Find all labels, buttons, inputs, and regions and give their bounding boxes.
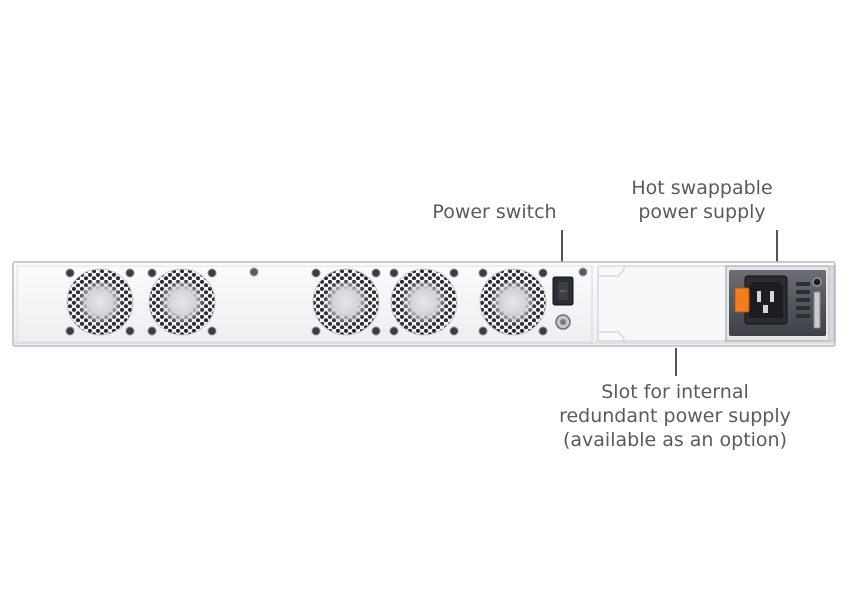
- hot-swap-psu-leader-line: [776, 230, 778, 264]
- callout-text: power supply: [638, 201, 766, 223]
- rack-ear: [828, 265, 835, 342]
- fan-1: [66, 268, 134, 336]
- hot-swap-psu[interactable]: [725, 265, 830, 342]
- internal-slot-leader-line: [675, 348, 677, 376]
- internal-psu-slot-callout: Slot for internal redundant power supply…: [543, 380, 807, 452]
- fan-5: [479, 268, 547, 336]
- power-switch[interactable]: [552, 276, 574, 306]
- ground-terminal: [555, 314, 571, 330]
- callout-text: redundant power supply: [559, 405, 791, 427]
- power-switch-callout: Power switch: [417, 200, 572, 224]
- psu-status-led: [812, 277, 822, 287]
- callout-text: Slot for internal: [601, 381, 749, 403]
- fan-screws: [65, 268, 548, 336]
- hot-swappable-psu-callout: Hot swappable power supply: [612, 176, 792, 224]
- power-switch-leader-line: [561, 230, 563, 275]
- callout-text: Power switch: [432, 201, 557, 223]
- internal-psu-slot: [597, 265, 727, 342]
- fan-4: [390, 268, 458, 336]
- callout-text: (available as an option): [562, 429, 787, 451]
- psu-handle[interactable]: [813, 291, 821, 329]
- fan-3: [312, 268, 380, 336]
- psu-release-lever[interactable]: [734, 287, 750, 313]
- callout-text: Hot swappable: [631, 177, 773, 199]
- fan-2: [148, 268, 216, 336]
